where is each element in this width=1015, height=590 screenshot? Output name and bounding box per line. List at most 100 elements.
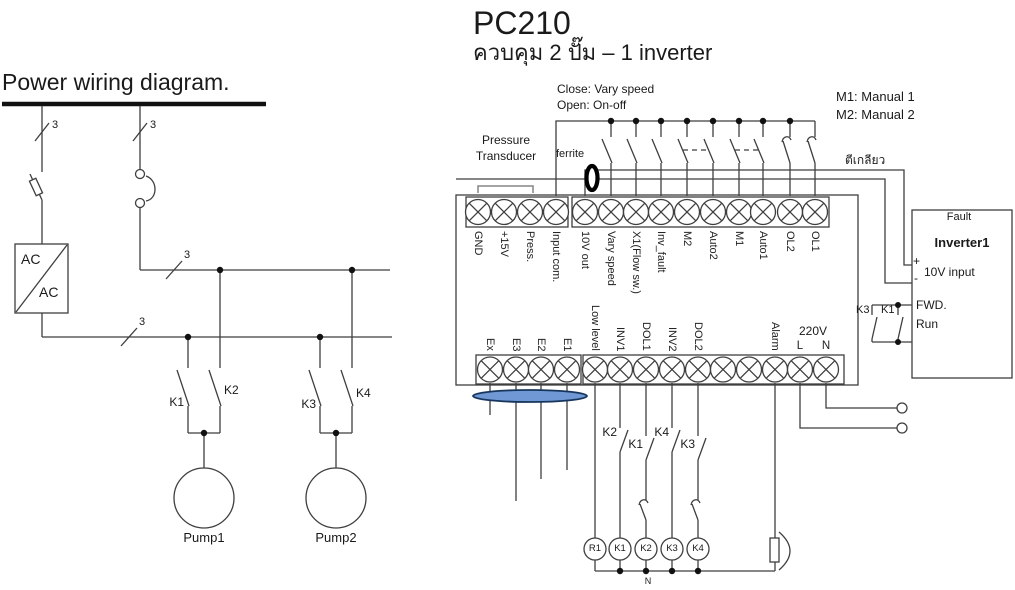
m1-switch <box>729 121 741 196</box>
top-terminal-label: Vary speed <box>605 231 617 286</box>
terminal-x-mark <box>805 202 825 222</box>
inverter-analog-input-label: 10V input <box>924 265 975 279</box>
left-diagram-title: Power wiring diagram. <box>2 69 230 95</box>
k1-contact-blade <box>176 369 190 407</box>
inverter-section <box>871 209 1013 379</box>
interlock-k4-label: K4 <box>654 425 669 439</box>
speaker-body <box>769 537 780 563</box>
bottom-terminal-label: Alarm <box>769 322 781 351</box>
breaker-contact-bottom <box>134 197 146 209</box>
bottom-terminal-label: E3 <box>510 337 522 351</box>
dol1-wire-k1-contact-overload <box>638 383 655 538</box>
rail-dots <box>616 567 702 575</box>
x1-flow-switch <box>626 121 638 196</box>
inverter-fwd-label: FWD. <box>916 298 947 312</box>
neutral-connector <box>896 402 908 414</box>
inverter-run-label: Run <box>916 317 939 331</box>
bottom-terminal-label: Low level <box>589 305 601 351</box>
m2-switch <box>677 121 689 196</box>
alarm-buzzer <box>769 383 791 571</box>
terminal-x-mark <box>506 360 526 379</box>
top-terminal-label: Auto2 <box>707 231 719 260</box>
supply-terminal-label: L <box>796 340 804 352</box>
feeder-inverter-branch <box>14 106 392 347</box>
contactor-k2-label: K2 <box>224 383 239 397</box>
pressure-transducer-label-1: Pressure <box>481 133 531 147</box>
top-terminal-label: Auto1 <box>757 231 769 260</box>
line-connector <box>896 422 908 434</box>
terminal-x-mark <box>468 202 488 222</box>
inverter-name: Inverter1 <box>934 235 990 250</box>
run-contact-k1-label: K1 <box>881 304 895 316</box>
contactor-k4-label: K4 <box>356 386 371 400</box>
coil-r1-label: R1 <box>588 543 602 554</box>
bottom-terminal-label: Ex <box>484 338 496 351</box>
terminal-x-mark <box>729 202 749 222</box>
top-terminal-label: OL2 <box>784 231 796 252</box>
coil-k4-label: K4 <box>692 543 704 554</box>
phase-mark: 3 <box>150 119 157 131</box>
terminal-x-mark <box>662 360 682 379</box>
top-terminal-label: Input com. <box>550 231 562 283</box>
neutral-wire <box>825 383 897 409</box>
ol1-overload-contact <box>806 121 817 196</box>
top-terminal-label: OL1 <box>809 231 821 252</box>
terminal-x-mark <box>546 202 566 222</box>
pump2-branch <box>305 270 367 529</box>
terminal-x-mark <box>703 202 723 222</box>
run-contact-k3-label: K3 <box>856 304 870 316</box>
ferrite-bead-icon <box>584 163 600 193</box>
bottom-terminal-label: INV1 <box>614 326 626 351</box>
terminal-x-mark <box>494 202 514 222</box>
m1-note: M1: Manual 1 <box>836 89 915 104</box>
transducer-bracket <box>477 185 534 193</box>
k4-contact-blade <box>340 369 354 407</box>
common-wire <box>456 178 912 284</box>
top-terminal-label: M1 <box>733 231 745 247</box>
breaker-contact-top <box>134 168 146 180</box>
phase-mark: 3 <box>52 119 59 131</box>
water-level-icon <box>472 389 588 403</box>
speaker-horn-icon <box>778 531 791 571</box>
terminal-x-mark <box>816 360 836 379</box>
terminal-x-mark <box>557 360 577 379</box>
coil-tails <box>594 560 699 571</box>
top-terminal-label: X1(Flow sw.) <box>630 231 642 294</box>
terminal-x-mark <box>651 202 671 222</box>
interlock-k2-label: K2 <box>602 425 617 439</box>
left-power-diagram <box>2 101 392 529</box>
terminal-x-mark <box>765 360 785 379</box>
supply-leads <box>799 383 908 434</box>
inv-fault-switch <box>651 121 663 196</box>
inverter-plus: + <box>913 254 921 268</box>
input-selector-bus <box>555 117 817 196</box>
thai-subtitle: ควบคุม 2 ปั๊ม – 1 inverter <box>473 40 713 65</box>
coil-k1-label: K1 <box>614 543 626 554</box>
inverter-box <box>911 209 1013 379</box>
bus-wire <box>555 120 815 196</box>
pump2-circle <box>305 467 367 529</box>
auto2-switch <box>703 121 715 196</box>
terminal-x-mark <box>713 360 733 379</box>
pump1-circle <box>173 467 235 529</box>
breaker-arc <box>145 175 156 202</box>
supply-voltage-label: 220V <box>798 324 828 338</box>
phase-slash <box>120 327 138 347</box>
terminal-x-mark <box>677 202 697 222</box>
bottom-terminal-label: E2 <box>535 337 547 351</box>
pump1-branch <box>173 270 235 529</box>
converter-ac-top: AC <box>21 251 41 267</box>
converter-diagonal <box>15 244 68 313</box>
twisted-pair-label: ตีเกลียว <box>845 153 886 167</box>
supply-terminal-label: N <box>821 340 831 352</box>
terminal-x-mark <box>780 202 800 222</box>
phase-slash <box>165 260 183 280</box>
ferrite-label: ferrite <box>556 148 585 160</box>
top-terminal-label: Inv_fault <box>655 231 667 273</box>
phase-mark: 3 <box>184 249 191 261</box>
terminal-x-mark <box>688 360 708 379</box>
interlock-k3-label: K3 <box>680 437 695 451</box>
phase-slash <box>34 122 50 142</box>
terminal-x-mark <box>753 202 773 222</box>
terminal-x-mark <box>601 202 621 222</box>
